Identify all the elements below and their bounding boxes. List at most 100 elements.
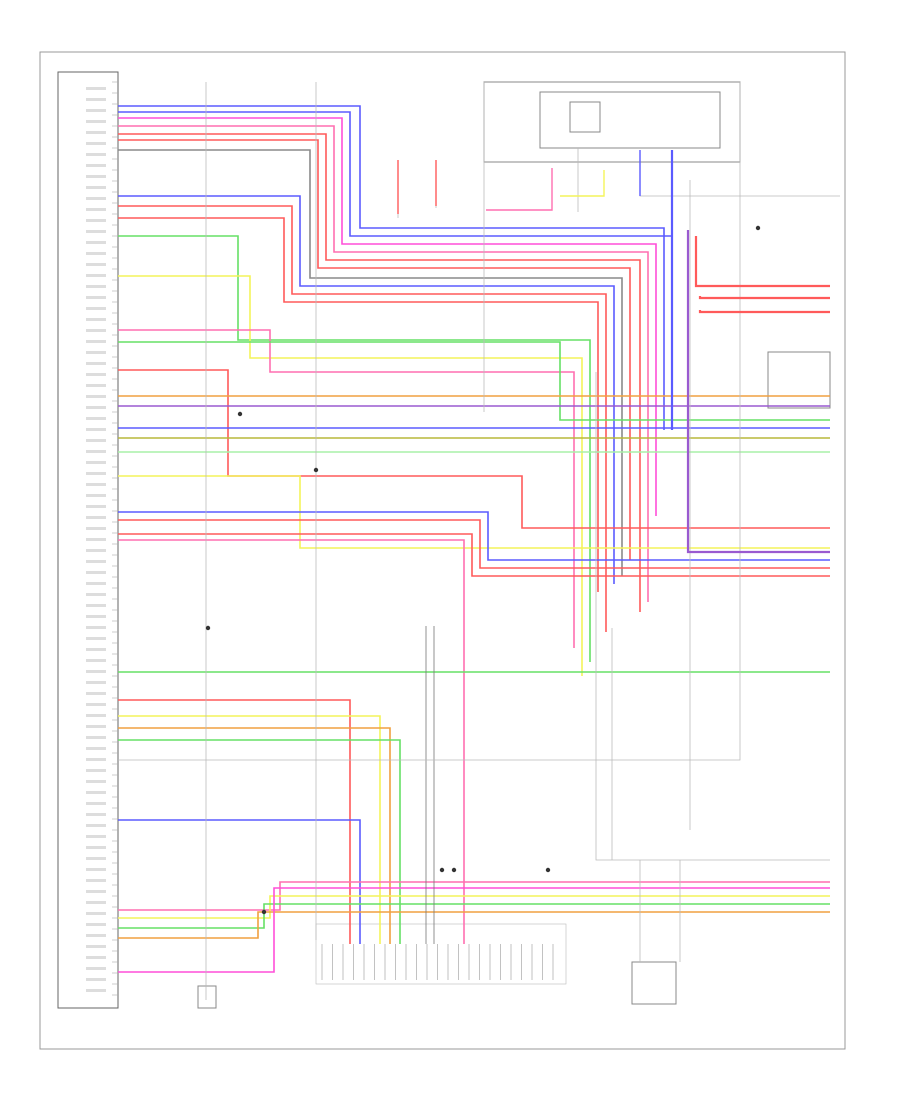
pin-label-block: [86, 747, 106, 750]
wire-w05: [118, 133, 641, 612]
pin-label-block: [86, 395, 106, 398]
wire-w31: [118, 819, 361, 944]
pin-label-block: [86, 824, 106, 827]
splice-dot: [205, 625, 211, 631]
pin-label-block: [86, 725, 106, 728]
pin-label-block: [86, 384, 106, 387]
pin-label-block: [86, 967, 106, 970]
wire-w14: [118, 341, 830, 421]
pin-label-block: [86, 560, 106, 563]
pin-label-block: [86, 989, 106, 992]
left-ground-component: [197, 985, 217, 1009]
splice-dot: [451, 867, 457, 873]
wire-w07: [118, 149, 623, 576]
wire-w25: [118, 539, 465, 944]
pin-label-block: [86, 692, 106, 695]
pin-label-block: [86, 593, 106, 596]
pin-label-block: [86, 274, 106, 277]
pin-label-block: [86, 879, 106, 882]
wire-w08: [118, 195, 615, 584]
wire-w11: [118, 235, 591, 662]
pin-label-block: [86, 857, 106, 860]
pin-label-block: [86, 120, 106, 123]
splice-dot: [439, 867, 445, 873]
pin-label-block: [86, 307, 106, 310]
wire-w34: [118, 903, 830, 929]
pin-label-block: [86, 626, 106, 629]
thick-wires-group: [205, 150, 830, 915]
main-relay-inner: [539, 91, 721, 149]
pin-label-block: [86, 197, 106, 200]
pin-label-block: [86, 285, 106, 288]
wire-w03: [118, 117, 657, 516]
pin-label-block: [86, 164, 106, 167]
splice-dot: [237, 411, 243, 417]
pin-label-block: [86, 736, 106, 739]
pin-label-block: [86, 505, 106, 508]
pin-label-block: [86, 582, 106, 585]
wire-w22: [118, 511, 830, 561]
bottom-connector: [315, 923, 567, 985]
pin-label-block: [86, 241, 106, 244]
pin-label-block: [86, 175, 106, 178]
pin-label-block: [86, 538, 106, 541]
pin-label-block: [86, 549, 106, 552]
wire-w36: [118, 887, 830, 973]
wire-w33: [118, 895, 830, 919]
pin-label-block: [86, 208, 106, 211]
thick-wire: [694, 236, 830, 288]
wire-w27: [118, 699, 351, 944]
pin-label-block: [86, 923, 106, 926]
pin-label-block: [86, 340, 106, 343]
pin-label-block: [86, 681, 106, 684]
splice-dot: [545, 867, 551, 873]
pin-label-block: [86, 945, 106, 948]
wire-w01: [118, 105, 665, 430]
pin-label-block: [86, 153, 106, 156]
ecm-pin-ticks: [112, 81, 118, 996]
pin-label-block: [86, 780, 106, 783]
wire-w30: [118, 739, 401, 944]
pin-label-block: [86, 219, 106, 222]
faint-labels: [86, 87, 106, 992]
pin-label-block: [86, 373, 106, 376]
wire-w28: [118, 715, 381, 944]
wire-w24: [118, 533, 830, 577]
pin-label-block: [86, 98, 106, 101]
pin-label-block: [86, 494, 106, 497]
pin-label-block: [86, 868, 106, 871]
splice-dot: [755, 225, 761, 231]
diagram-frame: [39, 51, 846, 1050]
right-module-box: [767, 351, 831, 409]
pin-label-block: [86, 527, 106, 530]
aux-wire: [595, 372, 830, 861]
pin-label-block: [86, 615, 106, 618]
pin-label-block: [86, 318, 106, 321]
pin-label-block: [86, 813, 106, 816]
pin-label-block: [86, 329, 106, 332]
bottom-sensor: [631, 961, 677, 1005]
pin-label-block: [86, 109, 106, 112]
wire-w04: [118, 125, 649, 602]
pin-label-block: [86, 956, 106, 959]
thick-wire: [698, 296, 830, 300]
thick-wire: [686, 230, 830, 554]
wire-w29: [118, 727, 391, 944]
pin-label-block: [86, 483, 106, 486]
wire-w15: [118, 369, 830, 529]
pin-label-block: [86, 571, 106, 574]
pin-label-block: [86, 758, 106, 761]
relay-coil: [569, 101, 601, 133]
wire-w10: [118, 217, 599, 592]
pin-label-block: [86, 87, 106, 90]
pin-label-block: [86, 186, 106, 189]
pin-label-block: [86, 934, 106, 937]
splice-dot: [261, 909, 267, 915]
pin-label-block: [86, 131, 106, 134]
pin-label-block: [86, 362, 106, 365]
main-relay-box: [483, 81, 741, 163]
pin-label-block: [86, 439, 106, 442]
pin-label-block: [86, 978, 106, 981]
pin-label-block: [86, 296, 106, 299]
splice-dot: [313, 467, 319, 473]
